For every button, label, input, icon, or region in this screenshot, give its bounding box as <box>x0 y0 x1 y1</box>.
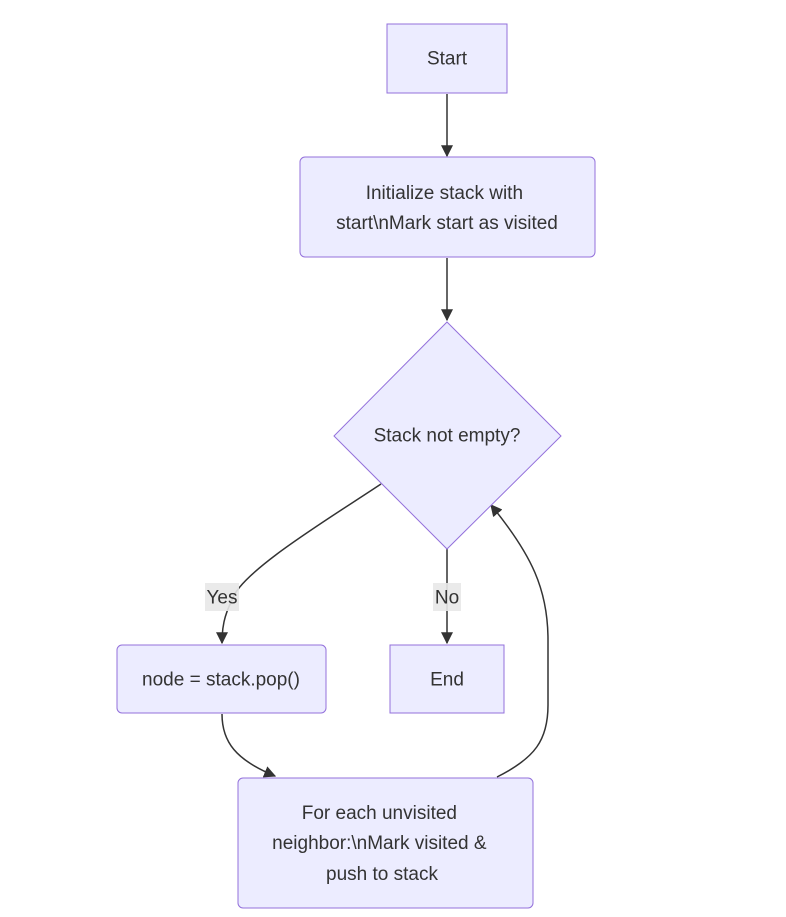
node-start-label: Start <box>427 49 468 70</box>
node-decision-label: Stack not empty? <box>374 426 521 447</box>
node-start: Start <box>386 23 508 94</box>
edge-foreach-to-check <box>490 504 549 778</box>
edge-label-yes: Yes <box>205 583 239 611</box>
node-foreach-line-3: push to stack <box>326 864 438 885</box>
edge-pop-to-foreach <box>221 713 277 778</box>
node-pop-label: node = stack.pop() <box>142 670 300 691</box>
node-stack-not-empty-decision: Stack not empty? <box>333 321 562 550</box>
node-initialize-stack: Initialize stack with start\nMark start … <box>299 156 596 258</box>
edge-label-no: No <box>433 583 461 611</box>
node-initialize-line-1: Initialize stack with <box>366 183 523 204</box>
node-end-label: End <box>430 670 464 691</box>
svg-text:Initialize stack with st: Initialize stack with start\nMark start … <box>336 183 558 234</box>
node-for-each-neighbor: For each unvisited neighbor:\nMark visit… <box>237 777 534 909</box>
node-foreach-line-2: neighbor:\nMark visited & <box>272 833 487 854</box>
edges <box>216 94 549 778</box>
svg-text:For each unvisited neigh: For each unvisited neighbor:\nMark visit… <box>272 803 492 885</box>
edge-label-yes-text: Yes <box>207 588 238 609</box>
node-initialize-line-2: start\nMark start as visited <box>336 213 558 234</box>
edge-check-to-pop <box>216 483 382 645</box>
node-end: End <box>389 644 505 714</box>
edge-label-no-text: No <box>435 588 459 609</box>
node-pop: node = stack.pop() <box>116 644 327 714</box>
node-foreach-line-1: For each unvisited <box>302 803 457 824</box>
